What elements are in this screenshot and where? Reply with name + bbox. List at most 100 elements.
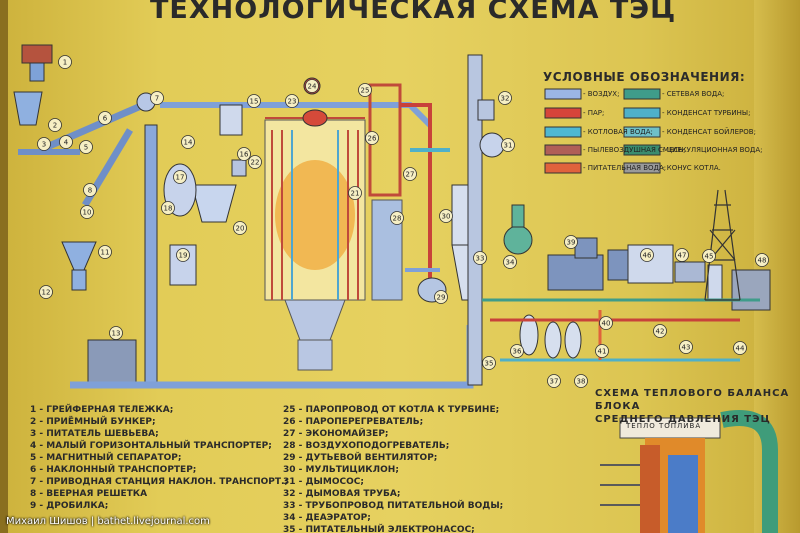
- equipment-list-item: 25 - ПАРОПРОВОД ОТ КОТЛА К ТУРБИНЕ;: [283, 405, 500, 415]
- diagram-title: ТЕХНОЛОГИЧЕСКАЯ СХЕМА ТЭЦ: [150, 0, 677, 25]
- equipment-number: 18: [161, 201, 175, 215]
- boiler: [264, 77, 403, 371]
- equipment-number: 40: [599, 316, 613, 330]
- flue-gas-path: [451, 54, 505, 386]
- svg-text:17: 17: [176, 174, 185, 182]
- equipment-number: 5: [79, 140, 93, 154]
- equipment-list-item: 3 - ПИТАТЕЛЬ ШЕВЬЕВА;: [30, 429, 159, 439]
- equipment-number: 14: [181, 135, 195, 149]
- equipment-number: 42: [653, 324, 667, 338]
- equipment-number: 6: [98, 111, 112, 125]
- svg-text:24: 24: [308, 83, 317, 91]
- equipment-list-item: 8 - ВЕЕРНАЯ РЕШЕТКА: [30, 489, 148, 499]
- equipment-number: 47: [675, 248, 689, 262]
- svg-text:46: 46: [643, 252, 652, 260]
- equipment-number: 16: [237, 147, 251, 161]
- svg-text:30: 30: [442, 213, 451, 221]
- legend-label: - СЕТЕВАЯ ВОДА;: [662, 90, 725, 98]
- svg-text:11: 11: [101, 249, 110, 257]
- svg-text:35: 35: [485, 360, 494, 368]
- equipment-list-item: 1 - ГРЕЙФЕРНАЯ ТЕЛЕЖКА;: [30, 405, 174, 415]
- mill: [87, 339, 137, 383]
- svg-text:14: 14: [184, 139, 193, 147]
- svg-text:1: 1: [63, 59, 67, 67]
- equipment-number: 48: [755, 253, 769, 267]
- svg-text:33: 33: [476, 255, 485, 263]
- equipment-list-item: 32 - ДЫМОВАЯ ТРУБА;: [283, 489, 401, 499]
- svg-text:23: 23: [288, 98, 297, 106]
- legend-label: - ВОЗДУХ;: [583, 90, 620, 98]
- equipment-number: 25: [358, 83, 372, 97]
- equipment-number: 23: [285, 94, 299, 108]
- svg-text:44: 44: [736, 345, 745, 353]
- equipment-list-item: 27 - ЭКОНОМАЙЗЕР;: [283, 429, 389, 439]
- bunker: [191, 184, 237, 223]
- receiving-bunker: [13, 91, 43, 126]
- fuel-heat-label: ТЕПЛО ТОПЛИВА: [626, 422, 702, 430]
- equipment-number: 26: [365, 131, 379, 145]
- legend-label: - КОНДЕНСАТ ТУРБИНЫ;: [662, 109, 751, 117]
- equipment-number: 38: [574, 374, 588, 388]
- equipment-list-left: 1 - ГРЕЙФЕРНАЯ ТЕЛЕЖКА;2 - ПРИЁМНЫЙ БУНК…: [30, 404, 288, 512]
- svg-text:34: 34: [506, 259, 515, 267]
- svg-text:37: 37: [550, 378, 559, 386]
- svg-text:15: 15: [250, 98, 259, 106]
- svg-text:40: 40: [602, 320, 611, 328]
- legend-label: - ПЫЛЕВОЗДУШНАЯ СМЕСЬ;: [583, 146, 686, 154]
- equipment-list-item: 33 - ТРУБОПРОВОД ПИТАТЕЛЬНОЙ ВОДЫ;: [283, 501, 504, 511]
- equipment-number: 15: [247, 94, 261, 108]
- crusher: [61, 241, 97, 271]
- svg-text:10: 10: [83, 209, 92, 217]
- legend-label: - КОНДЕНСАТ БОЙЛЕРОВ;: [662, 128, 756, 136]
- equipment-number: 34: [503, 255, 517, 269]
- svg-text:20: 20: [236, 225, 245, 233]
- svg-text:25: 25: [361, 87, 370, 95]
- svg-text:26: 26: [368, 135, 377, 143]
- equipment-number: 19: [176, 248, 190, 262]
- equipment-number: 30: [439, 209, 453, 223]
- equipment-number: 12: [39, 285, 53, 299]
- legend-label: - ЦИРКУЛЯЦИОННАЯ ВОДА;: [662, 146, 763, 154]
- equipment-number: 17: [173, 170, 187, 184]
- equipment-list-item: 5 - МАГНИТНЫЙ СЕПАРАТОР;: [30, 453, 182, 463]
- equipment-number: 2: [48, 118, 62, 132]
- equipment-number: 41: [595, 344, 609, 358]
- equipment-number: 36: [510, 344, 524, 358]
- legend-title: УСЛОВНЫЕ ОБОЗНАЧЕНИЯ:: [543, 70, 746, 84]
- coal-handling: [13, 44, 158, 386]
- equipment-list-right: 25 - ПАРОПРОВОД ОТ КОТЛА К ТУРБИНЕ; 26 - …: [283, 404, 503, 533]
- heat-balance-scheme: [600, 410, 778, 533]
- svg-text:42: 42: [656, 328, 665, 336]
- dust-system: [163, 104, 247, 286]
- heat-balance-title: СХЕМА ТЕПЛОВОГО БАЛАНСА БЛОКА СРЕДНЕГО Д…: [595, 387, 800, 426]
- equipment-list-item: 7 - ПРИВОДНАЯ СТАНЦИЯ НАКЛОН. ТРАНСПОРТ.…: [30, 477, 289, 487]
- equipment-number: 44: [733, 341, 747, 355]
- svg-text:19: 19: [179, 252, 188, 260]
- equipment-list-item: 26 - ПАРОПЕРЕГРЕВАТЕЛЬ;: [283, 417, 424, 427]
- equipment-list-item: 35 - ПИТАТЕЛЬНЫЙ ЭЛЕКТРОНАСОС;: [283, 525, 475, 533]
- equipment-number: 39: [564, 235, 578, 249]
- legend-swatches: [544, 88, 661, 174]
- legend-label: - ПАР;: [583, 109, 605, 117]
- svg-text:28: 28: [393, 215, 402, 223]
- svg-text:5: 5: [84, 144, 88, 152]
- equipment-number: 11: [98, 245, 112, 259]
- svg-text:21: 21: [351, 190, 360, 198]
- equipment-number: 43: [679, 340, 693, 354]
- heat-balance-title-line-2: СРЕДНЕГО ДАВЛЕНИЯ ТЭЦ: [595, 414, 771, 425]
- equipment-number: 32: [498, 91, 512, 105]
- svg-text:18: 18: [164, 205, 173, 213]
- equipment-list-item: 9 - ДРОБИЛКА;: [30, 501, 109, 511]
- svg-text:12: 12: [42, 289, 51, 297]
- equipment-number: 4: [59, 135, 73, 149]
- svg-text:39: 39: [567, 239, 576, 247]
- equipment-number: 33: [473, 251, 487, 265]
- photo-credit: Михаил Шишов | bathet.livejournal.com: [6, 516, 210, 527]
- equipment-number: 29: [434, 290, 448, 304]
- svg-text:27: 27: [406, 171, 415, 179]
- equipment-number: 13: [109, 326, 123, 340]
- svg-text:29: 29: [437, 294, 446, 302]
- svg-text:47: 47: [678, 252, 687, 260]
- equipment-list-item: 6 - НАКЛОННЫЙ ТРАНСПОРТЕР;: [30, 465, 197, 475]
- equipment-number: 27: [403, 167, 417, 181]
